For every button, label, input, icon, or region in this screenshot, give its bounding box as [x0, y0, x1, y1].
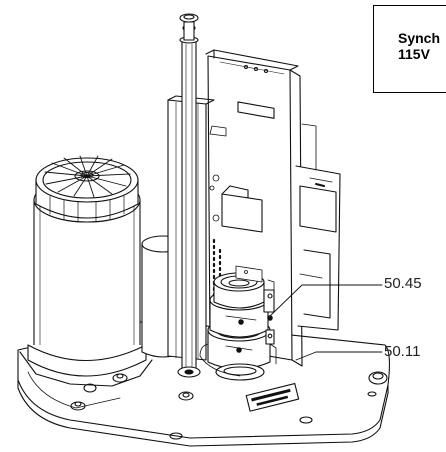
component-50-45	[209, 272, 275, 345]
base-plate-edge	[17, 379, 389, 447]
label-box-line1: Synch	[398, 30, 441, 46]
nameplate	[245, 382, 300, 412]
callout-50-11: 50.11	[384, 343, 421, 360]
callout-50-45: 50.45	[384, 275, 422, 292]
label-box: Synch 115V	[373, 5, 446, 93]
lead-screw	[177, 13, 201, 378]
label-box-line2: 115V	[398, 46, 430, 62]
small-bracket	[235, 265, 275, 293]
callout-leaders	[269, 284, 383, 361]
motor	[19, 155, 153, 387]
